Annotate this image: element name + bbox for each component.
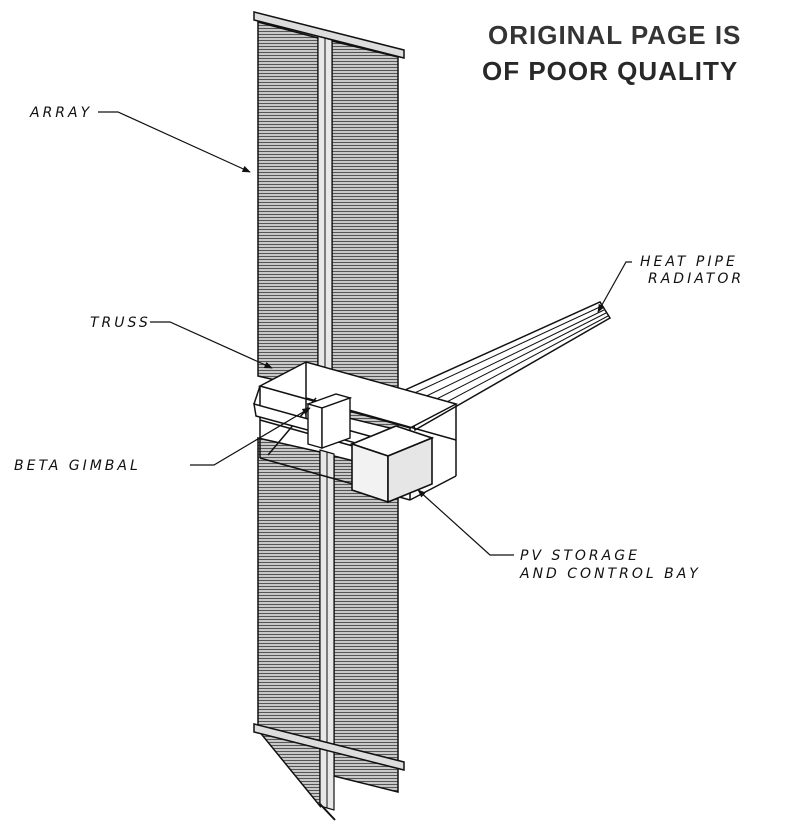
array-label: ARRAY xyxy=(29,105,92,121)
beta-gimbal-label: BETA GIMBAL xyxy=(14,458,141,474)
quality-stamp-line1: ORIGINAL PAGE IS xyxy=(488,20,742,50)
beta-gimbal-leader xyxy=(190,407,311,466)
lower-array-bottom-bar xyxy=(253,723,405,771)
pv-bay-label-line2: AND CONTROL BAY xyxy=(519,566,701,582)
pv-bay-label-line1: PV STORAGE xyxy=(520,548,640,564)
lower-array-right-blanket xyxy=(333,455,399,793)
lower-array-wing xyxy=(253,437,405,821)
heat-pipe-label-line1: HEAT PIPE xyxy=(640,254,738,270)
lower-array-left-blanket xyxy=(257,437,321,809)
heat-pipe-leader xyxy=(597,261,632,313)
pv-bay-leader xyxy=(417,489,514,556)
beta-gimbal xyxy=(305,393,353,449)
pv-storage-control-bay xyxy=(349,425,435,504)
array-leader xyxy=(98,111,251,173)
upper-array-top-bar xyxy=(253,11,405,59)
truss-leader xyxy=(150,321,273,369)
leader-lines xyxy=(98,111,632,556)
truss-label: TRUSS xyxy=(90,315,151,331)
upper-array-wing xyxy=(253,11,405,431)
heat-pipe-label-line2: RADIATOR xyxy=(648,271,744,287)
quality-stamp-line2: OF POOR QUALITY xyxy=(482,56,739,86)
upper-array-left-blanket xyxy=(257,21,319,391)
heat-pipe-radiator xyxy=(404,301,612,432)
